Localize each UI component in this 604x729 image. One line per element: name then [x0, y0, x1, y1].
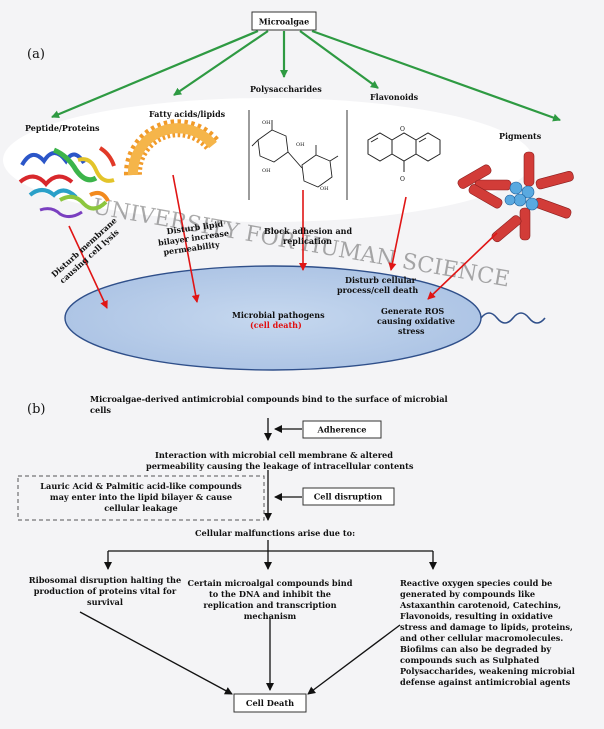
microalgae-box [251, 11, 317, 31]
arrow-protein-to-cell [68, 225, 108, 309]
svg-text:OH: OH [296, 142, 305, 148]
mechanism-cellular-line1: Disturb cellular [345, 275, 417, 285]
svg-text:O: O [400, 176, 405, 183]
arrow-flavonoid-to-cell [388, 196, 407, 271]
adherence-box [302, 420, 382, 439]
branch-mid-line3: replication and transcription [203, 600, 336, 610]
lauric-line2: may enter into the lipid bilayer & cause [50, 492, 232, 502]
arrow-to-pigments [311, 29, 561, 122]
arrow-pigment-to-cell [427, 232, 498, 300]
branch-right-line3: Astaxanthin carotenoid, Catechins, [399, 600, 561, 610]
arrow-left-to-death [79, 611, 233, 695]
branch-left-line1: Ribosomal disruption halting the [29, 575, 181, 585]
lauric-line3: cellular leakage [104, 503, 177, 513]
step3-label: Cellular malfunctions arise due to: [195, 528, 355, 538]
pathogen-title: Microbial pathogens [232, 310, 325, 320]
flow-arrows [79, 418, 437, 695]
branch-mid-text: Certain microalgal compounds bind to the… [188, 578, 353, 621]
mechanism-membrane: Disturb membrane causing cell lysis [49, 215, 121, 285]
step1-line2: cells [90, 405, 111, 415]
compound-band [3, 98, 533, 222]
svg-text:OH: OH [320, 186, 329, 192]
arrow-right-to-death [307, 624, 401, 695]
branch-left-line2: production of proteins vital for [34, 586, 177, 596]
branch-right-line2: generated by compounds like [400, 589, 535, 599]
svg-text:O: O [400, 126, 405, 133]
arrow-to-fatty-acids [173, 30, 269, 96]
step2-line1: Interaction with microbial cell membrane… [155, 450, 393, 460]
cell-death-box [233, 693, 307, 713]
step1-line1: Microalgae-derived antimicrobial compoun… [90, 394, 448, 404]
branch-right-text: Reactive oxygen species could be generat… [399, 578, 575, 687]
microalgae-label: Microalgae [259, 17, 309, 27]
flagellum [480, 312, 546, 324]
branch-mid-line2: to the DNA and inhibit the [209, 589, 331, 599]
panel-b-label: (b) [27, 402, 45, 417]
label-peptide-proteins: Peptide/Proteins [25, 123, 100, 133]
mechanism-adhesion-line2: replication [283, 236, 332, 246]
arrow-lipid-to-cell [172, 174, 200, 303]
mechanism-ros-line3: stress [398, 326, 425, 336]
mechanism-cellular-line2: process/cell death [337, 285, 418, 295]
lauric-acid-box [17, 475, 265, 521]
branch-right-line5: stress and damage to lipids, proteins, [400, 622, 573, 632]
branch-right-line1: Reactive oxygen species could be [400, 578, 552, 588]
branch-mid-line4: mechanism [244, 611, 297, 621]
flavonoid-structure-image: O O [367, 126, 441, 183]
cell-disruption-box [302, 487, 395, 506]
branch-left-line3: survival [87, 597, 123, 607]
branch-right-line8: compounds such as Sulphated [400, 655, 539, 665]
branch-left-text: Ribosomal disruption halting the product… [29, 575, 181, 607]
svg-text:OH: OH [262, 168, 271, 174]
mechanism-ros-line2: causing oxidative [377, 316, 455, 326]
branch-right-line10: defense against antimicrobial agents [400, 677, 571, 687]
pigment-structure-image [457, 151, 574, 243]
branch-right-line7: Biofilms can also be degraded by [400, 644, 551, 654]
branch-mid-line1: Certain microalgal compounds bind [188, 578, 353, 588]
mechanism-membrane-line1: Disturb membrane [49, 215, 118, 279]
lauric-line1: Lauric Acid & Palmitic acid-like compoun… [40, 481, 242, 491]
cell-death-label: Cell Death [246, 698, 294, 708]
label-fatty-acids: Fatty acids/lipids [149, 109, 226, 119]
label-flavonoids: Flavonoids [370, 92, 419, 102]
step2-line2: permeability causing the leakage of intr… [146, 461, 414, 471]
svg-text:OH: OH [262, 120, 271, 126]
green-arrows [51, 29, 561, 122]
arrow-to-flavonoids [299, 30, 379, 89]
label-polysaccharides: Polysaccharides [250, 84, 322, 94]
pathogen-status: (cell death) [250, 320, 302, 330]
polysaccharide-structure-image: OH OH OH OH [248, 110, 348, 200]
label-pigments: Pigments [499, 131, 542, 141]
lipid-bilayer-image [123, 119, 220, 176]
adherence-label: Adherence [317, 425, 367, 435]
branch-right-line9: Polysaccharides, weakening microbial [400, 666, 575, 676]
cell-disruption-label: Cell disruption [314, 492, 383, 502]
mechanism-adhesion-line1: Block adhesion and [264, 226, 353, 236]
mechanism-ros-line1: Generate ROS [381, 306, 444, 316]
branch-right-line6: and other cellular macromolecules. [400, 633, 563, 643]
protein-structure-image [18, 146, 116, 219]
branch-right-line4: Flavonoids, resulting in oxidative [400, 611, 553, 621]
arrow-to-peptides [51, 29, 259, 119]
red-arrows [68, 174, 498, 309]
panel-a-label: (a) [27, 47, 45, 62]
